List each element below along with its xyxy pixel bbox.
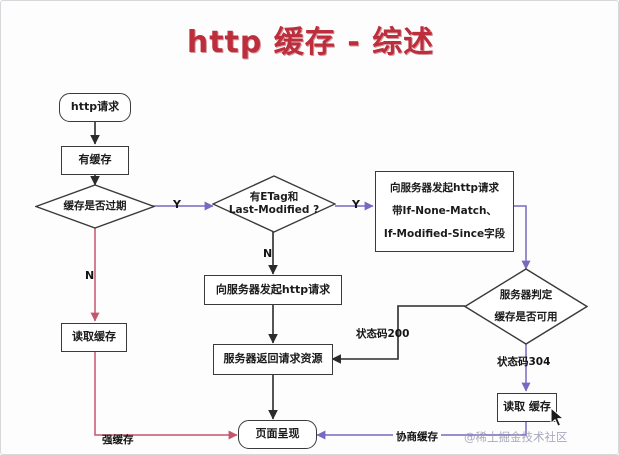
watermark: @稀土掘金技术社区: [464, 430, 568, 444]
node-read-cache-right[interactable]: 读取 缓存: [497, 393, 557, 422]
edge-label-no-expired: N: [85, 269, 95, 282]
node-cache-expired[interactable]: 缓存是否过期: [35, 184, 155, 229]
edge-label-no-etag: N: [263, 247, 273, 260]
node-request-with-headers-line3: If-Modified-Since字段: [383, 228, 506, 241]
edge-read-cache-to-page-render-strong: [94, 352, 238, 440]
edge-label-status-200: 状态码200: [356, 328, 410, 340]
node-has-etag-line2: Last-Modified ?: [228, 204, 320, 216]
node-request-server-label: 向服务器发起http请求: [215, 282, 331, 296]
node-server-return[interactable]: 服务器返回请求资源: [213, 344, 333, 375]
node-request-server[interactable]: 向服务器发起http请求: [204, 275, 342, 305]
diamond-shape: [35, 184, 155, 229]
edge-label-negotiate-cache: 协商缓存: [393, 429, 441, 444]
node-page-render[interactable]: 页面呈现: [238, 420, 317, 449]
edge-read-cache-right-to-page-render-negotiate: [316, 422, 527, 440]
node-read-cache-right-label: 读取 缓存: [503, 400, 551, 414]
node-has-etag-line1: 有ETag和: [249, 190, 299, 203]
page-title: http 缓存 - 综述: [186, 25, 435, 60]
node-cache-expired-label: 缓存是否过期: [63, 199, 127, 212]
edge-label-status-304: 状态码304: [497, 356, 551, 368]
node-request-with-headers-line2: 带If-None-Match、: [392, 205, 497, 218]
node-request-with-headers-line1: 向服务器发起http请求: [389, 182, 500, 195]
node-has-cache-label: 有缓存: [78, 153, 112, 167]
node-http-request[interactable]: http请求: [59, 93, 131, 122]
node-server-judge[interactable]: 服务器判定 缓存是否可用: [464, 268, 588, 345]
node-read-cache-left-label: 读取缓存: [72, 330, 116, 344]
node-has-cache[interactable]: 有缓存: [61, 146, 129, 175]
edge-server-judge-200-to-server-return: [331, 305, 465, 364]
diamond-shape: [212, 175, 336, 233]
node-server-judge-line1: 服务器判定: [499, 288, 553, 301]
node-read-cache-left[interactable]: 读取缓存: [61, 323, 127, 352]
edge-label-yes-expired: Y: [173, 198, 181, 211]
diamond-shape: [464, 268, 588, 345]
edge-label-yes-etag: Y: [352, 198, 360, 211]
node-http-request-label: http请求: [70, 100, 120, 114]
node-page-render-label: 页面呈现: [255, 427, 300, 441]
node-request-with-headers[interactable]: 向服务器发起http请求 带If-None-Match、 If-Modified…: [375, 171, 514, 252]
edge-label-strong-cache: 强缓存: [102, 434, 134, 446]
edge-request-headers-to-server-judge: [514, 205, 531, 270]
node-server-return-label: 服务器返回请求资源: [223, 352, 323, 366]
node-server-judge-line2: 缓存是否可用: [494, 311, 558, 323]
node-has-etag[interactable]: 有ETag和 Last-Modified ?: [212, 175, 336, 233]
